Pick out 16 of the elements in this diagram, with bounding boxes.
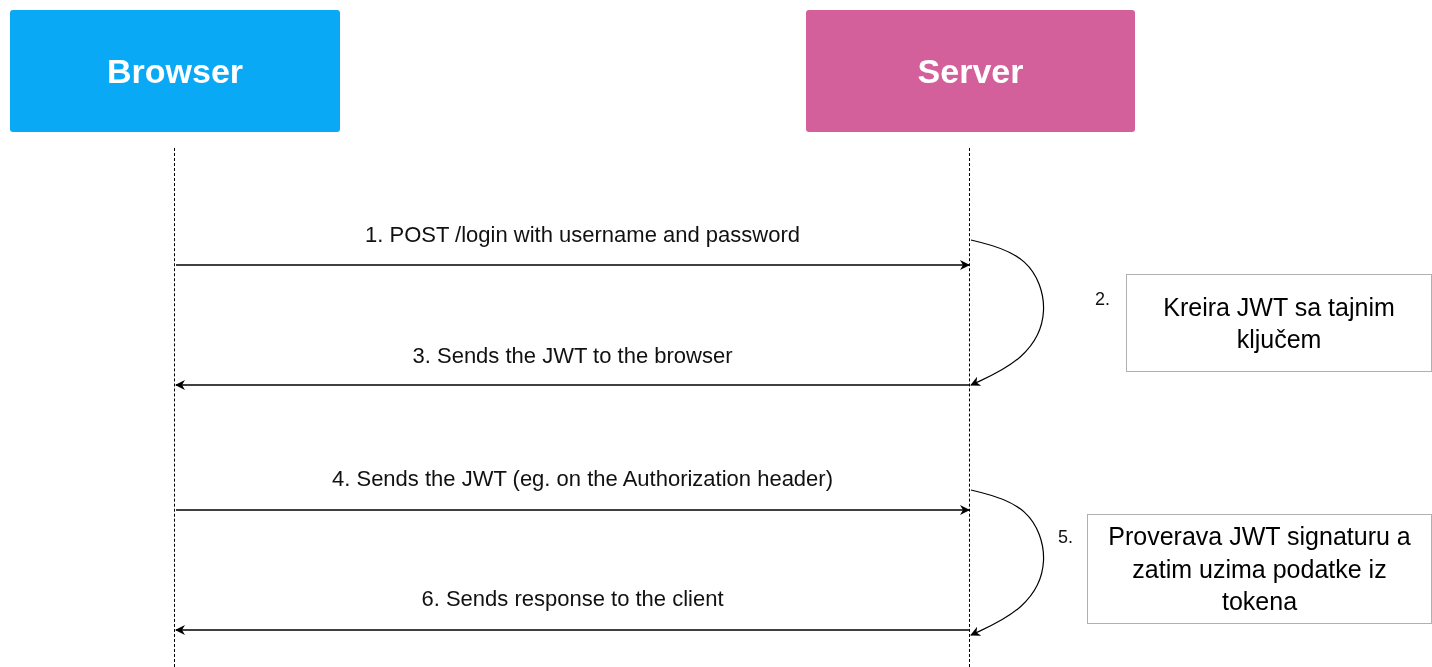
node-text: Proverava JWT signaturu a zatim uzima podatke iz tokena: [1107, 521, 1412, 618]
message-arrow: [175, 625, 970, 635]
lifeline: [969, 148, 971, 667]
participant-box: [10, 10, 340, 132]
step-number: 5.: [1058, 527, 1073, 548]
self-arrow: [970, 489, 1045, 636]
node-text: Server: [917, 51, 1024, 91]
message-arrow: [175, 505, 970, 515]
participant-box: [806, 10, 1135, 132]
message-arrow: [175, 260, 970, 270]
node-text: Browser: [106, 51, 244, 91]
node-text: Kreira JWT sa tajnim ključem: [1162, 291, 1396, 355]
step-number: 2.: [1095, 289, 1110, 310]
lifeline: [174, 148, 176, 667]
message-arrow: [175, 380, 970, 390]
self-arrow: [970, 239, 1045, 386]
